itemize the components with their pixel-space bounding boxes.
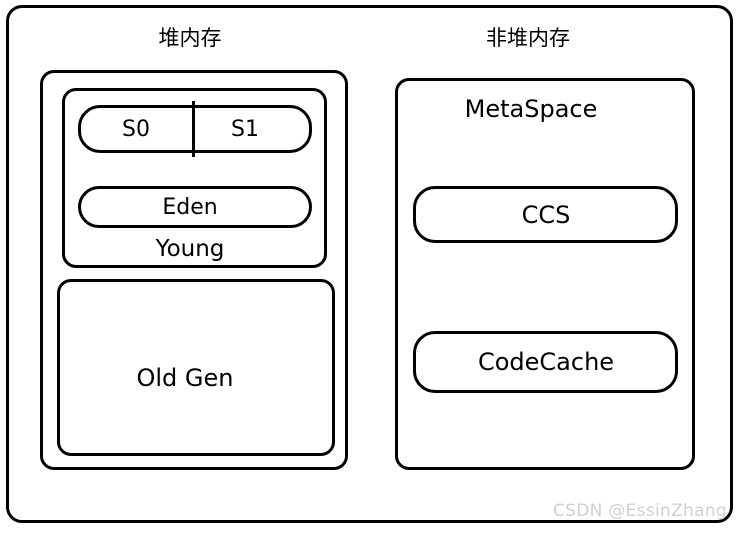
survivor-spaces-bar bbox=[78, 105, 312, 153]
watermark: CSDN @EssinZhang bbox=[552, 501, 727, 521]
young-label: Young bbox=[155, 236, 225, 262]
survivor1-label: S1 bbox=[231, 117, 259, 142]
metaspace-container bbox=[395, 78, 695, 470]
old-generation-box bbox=[57, 279, 335, 456]
eden-label: Eden bbox=[162, 195, 218, 220]
code-cache-box bbox=[413, 331, 678, 393]
metaspace-label: MetaSpace bbox=[464, 95, 598, 123]
ccs-label: CCS bbox=[521, 201, 571, 229]
non-heap-memory-title: 非堆内存 bbox=[486, 26, 570, 50]
old-gen-label: Old Gen bbox=[136, 364, 234, 392]
survivor0-label: S0 bbox=[122, 117, 150, 142]
survivor-divider bbox=[192, 101, 195, 157]
heap-memory-title: 堆内存 bbox=[158, 26, 222, 50]
eden-space-box bbox=[78, 186, 312, 228]
ccs-box bbox=[413, 186, 678, 243]
code-cache-label: CodeCache bbox=[477, 348, 615, 376]
